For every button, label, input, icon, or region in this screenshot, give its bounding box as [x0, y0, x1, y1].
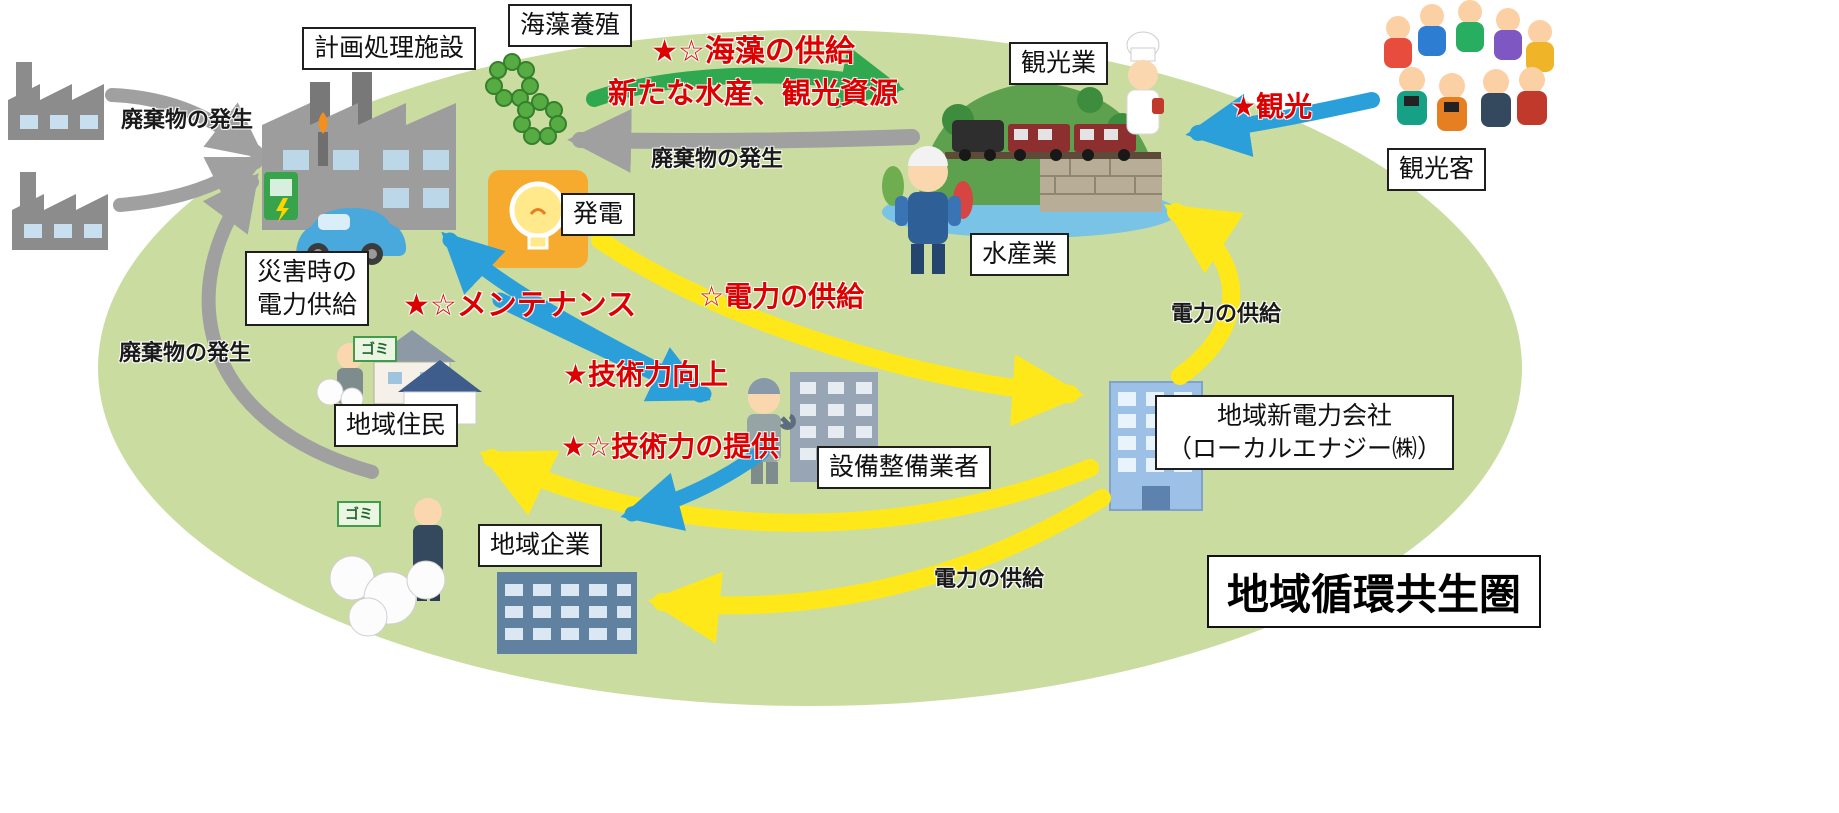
- flow-label-seaweed-supply-group: ★☆海藻の供給 新たな水産、観光資源: [586, 26, 920, 112]
- flare-flame-icon: [318, 112, 328, 134]
- camera-icon: [1444, 102, 1459, 112]
- label-tourists: 観光客: [1387, 148, 1487, 191]
- power-arrows: [479, 203, 1244, 644]
- label-power-company: 地域新電力会社 （ローカルエナジー㈱）: [1155, 395, 1455, 470]
- tourist-icon: [1494, 8, 1522, 60]
- flow-label-waste-left: 廃棄物の発生: [119, 341, 252, 366]
- green-fish-icon: [882, 166, 904, 206]
- flow-label-waste-center: 廃棄物の発生: [651, 147, 784, 172]
- arrow-sightseeing: [1185, 92, 1380, 158]
- wrench-icon: [779, 413, 796, 430]
- label-fishery: 水産業: [970, 233, 1070, 276]
- arrow-waste-factory-top: [105, 88, 265, 159]
- tourist-icon: [1437, 73, 1467, 131]
- arrow-power-to-residents: [479, 449, 1099, 532]
- ev-charger-illustration: [264, 172, 298, 222]
- companies-illustration: [329, 498, 637, 654]
- flow-label-sightseeing: ★観光: [1231, 90, 1313, 123]
- seaweed-illustration: [485, 53, 567, 145]
- exchange-arrows: [441, 92, 1380, 531]
- tourist-icon: [1517, 67, 1547, 125]
- flow-label-power-supply-star: ☆電力の供給: [699, 280, 865, 313]
- trash-bag-icon: [316, 378, 344, 406]
- label-processing-facility: 計画処理施設: [302, 27, 477, 70]
- tourist-icon: [1526, 20, 1554, 72]
- arrow-waste-left: [201, 173, 379, 479]
- flow-label-tech-provision: ★☆技術力の提供: [561, 430, 780, 463]
- processing-facility-illustration: [262, 72, 456, 230]
- trash-sign-companies: ゴミ: [337, 501, 381, 527]
- flow-label-waste-top-left: 廃棄物の発生: [121, 108, 254, 133]
- trash-sign-residents: ゴミ: [353, 336, 397, 362]
- page-title: 地域循環共生圏: [1207, 555, 1542, 628]
- flow-label-seaweed-supply-sub: 新たな水産、観光資源: [607, 76, 898, 110]
- label-tourism-industry: 観光業: [1009, 42, 1109, 85]
- chef-illustration: [1126, 31, 1164, 135]
- label-emergency-power: 災害時の 電力供給: [245, 251, 370, 326]
- camera-icon: [1404, 96, 1419, 106]
- tourist-icon: [1418, 4, 1446, 56]
- factory-icon: [8, 62, 104, 140]
- trash-bag-icon: [348, 597, 388, 637]
- tourist-icon: [1397, 67, 1427, 125]
- tourists-illustration: [1384, 0, 1554, 131]
- flow-label-seaweed-supply: ★☆海藻の供給: [651, 34, 855, 69]
- arrow-tech-provision: [620, 444, 770, 531]
- arrow-power-to-fishery: [1163, 203, 1244, 385]
- arrow-waste-center: [567, 108, 920, 173]
- factory-icon: [12, 172, 108, 250]
- label-contractor: 設備整備業者: [817, 446, 992, 489]
- tourist-icon: [1481, 69, 1511, 127]
- arrow-seaweed-supply: [586, 45, 905, 109]
- arrow-power-main: [591, 231, 1085, 427]
- flow-label-tech-improvement: ★技術力向上: [563, 358, 729, 391]
- train-icon: [952, 120, 1136, 161]
- building-door: [1142, 486, 1170, 510]
- flow-label-power-supply-right: 電力の供給: [1171, 302, 1282, 327]
- tourist-icon: [1456, 0, 1484, 52]
- trash-bag-icon: [406, 560, 446, 600]
- flow-label-maintenance: ★☆メンテナンス: [403, 288, 637, 323]
- label-power-generation: 発電: [561, 193, 636, 236]
- label-residents: 地域住民: [334, 404, 459, 447]
- fisherman-illustration: [882, 146, 973, 274]
- arrow-power-to-companies: [647, 489, 1111, 644]
- factories-illustration: [8, 62, 108, 250]
- waste-arrows: [105, 88, 920, 479]
- label-seaweed-farm: 海藻養殖: [508, 4, 633, 47]
- arrow-tech-improvement: [492, 292, 711, 403]
- tourist-icon: [1384, 16, 1412, 68]
- flow-label-power-supply-bottom: 電力の供給: [934, 567, 1045, 592]
- label-companies: 地域企業: [478, 524, 603, 567]
